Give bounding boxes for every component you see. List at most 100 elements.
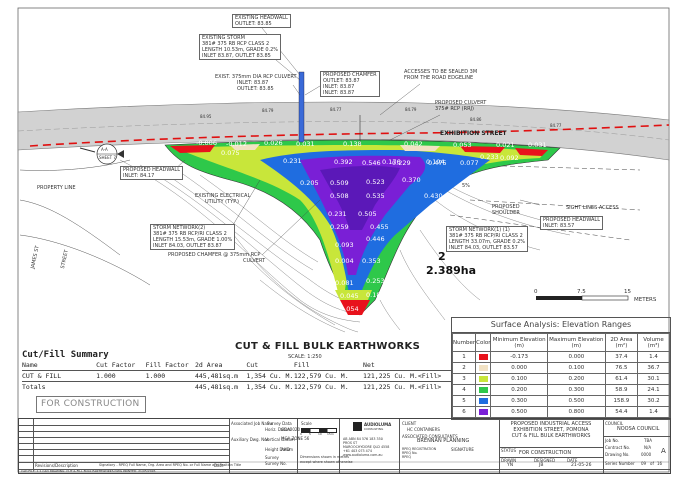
grid-value: 0.021 [496,141,515,149]
color-swatch [478,375,488,382]
assoc-consultants-label: ASSOCIATED CONSULTANTS [402,434,458,439]
grid-value: 0.430 [424,192,443,200]
grid-value: 0.026 [264,139,283,147]
svg-text:84.77: 84.77 [330,107,342,112]
consultant-name: BRENNAN PLANNING [417,438,470,444]
date-value: 21-05-26 [571,463,592,468]
survey-data-label: Survey Data [267,421,292,426]
grid-value: 0.077 [460,159,479,167]
earthworks-heatmap [164,139,561,316]
titleblock-scale-bar [301,428,337,433]
color-swatch [478,386,488,393]
table-header-row: Number Color Minimum Elevation (m) Maxim… [451,333,670,352]
grid-value: -0.012 [226,140,247,148]
grid-value: 0.353 [362,257,381,265]
callout-proposed-culvert: PROPOSED CULVERT 375# RCP (RRJ) [435,100,487,112]
callout-proposed-chamfer-bottom: PROPOSED CHAMFER @ 375mm RCP CULVERT [168,252,266,264]
street-name: EXHIBITION STREET [440,130,507,137]
grid-value: 0.446 [366,235,385,243]
grid-value: 0.392 [334,158,353,166]
elevation-ranges-table: Number Color Minimum Elevation (m) Maxim… [451,333,670,418]
grid-value: 0.231 [328,210,347,218]
assoc-job-label: Associated Job Name [231,421,274,426]
status-value: FOR CONSTRUCTION [519,450,572,456]
grid-value: 0.182 [366,291,385,299]
callout-exist-culvert: EXIST. 375mm DIA RCP CULVERT INLET: 83.8… [215,74,297,92]
callout-proposed-chamfer-top: PROPOSED CHAMFER OUTLET: 83.87 INLET: 83… [320,71,380,97]
drawing-no-value: 0000 [641,452,652,457]
vert-datum-label: Vertical Datum [265,437,295,442]
grid-value: 0.523 [366,178,385,186]
grid-value: 0.075 [221,149,240,157]
color-swatch [478,397,488,404]
designed-label: DESIGNED [534,458,556,463]
survey-label: Survey [265,455,279,460]
callout-storm-network-1: STORM NETWORK(1) (1) 381# 375 RB RCP/RI … [446,226,529,252]
revisions-label: Revisions/Description [35,463,78,468]
callout-existing-electrical: EXISTING ELECTRICAL UTILITY (TYP.) [195,193,251,205]
callout-accesses: ACCESSES TO BE SEALED 3M FROM THE ROAD E… [404,69,478,81]
grid-value: 0.004 [335,257,354,265]
sheet-total: 16 [657,461,663,466]
svg-text:84.79: 84.79 [405,107,417,112]
grid-value: 0.081 [335,279,354,287]
company-name: AUDIOLUMA [364,422,392,427]
project-title: PROPOSED INDUSTRIAL ACCESS EXHIBITION ST… [510,421,592,439]
series-label: Series Number [605,461,635,466]
callout-proposed-headwall-left: PROPOSED HEADWALL INLET: 84.17 [120,166,183,180]
scale-tick-2: 15 [624,289,631,295]
drawing-no-label: Drawing No. [605,452,630,457]
col-fill-factor: Fill Factor [145,361,189,369]
scale-unit: METERS [634,297,657,303]
company-logo [353,422,362,431]
client-name: HC CONTAINERS [407,427,440,432]
vert-datum-value: MGA ZONE 56 [281,436,310,441]
scale-tick-1: 7.5 [577,289,586,295]
grid-value: 0.508 [330,192,349,200]
cut-fill-summary: Cut/Fill Summary Name Cut Factor Fill Fa… [22,350,452,392]
dims-note: Dimensions shown in metres except where … [300,455,353,464]
label-slope: 5% [462,183,470,189]
grid-value: 0.259 [330,223,349,231]
horiz-datum-label: Horiz. Datum [265,427,292,432]
grid-value: 0.092 [500,154,519,162]
grid-value: 0.546 [362,159,381,167]
grid-value: 0.194 [426,158,445,166]
col-name: Name [22,361,38,369]
company-sub: CONSULTING [364,427,384,431]
grid-value: 0.455 [370,223,389,231]
height-datum-value: AHD [281,447,290,452]
height-datum-label: Height Datum [265,447,294,452]
color-swatch [478,353,488,360]
section-marker-label: A-A [101,147,108,152]
section-marker-sheet: SHEET 7 [99,155,116,160]
exhibition-street-road [17,101,670,161]
color-swatch [478,408,488,415]
svg-text:84.79: 84.79 [262,108,274,113]
col-fill: Fill [293,361,310,369]
contract-value: N/A [644,445,652,450]
sheet-border [17,7,670,473]
property-boundary-line [29,124,670,147]
color-swatch [478,364,488,371]
grid-value: 0.054 [340,305,359,313]
company-contact: AB ABN 84 576 183 350 PROS ST MAROOCHYDO… [343,437,390,457]
tb-scale-1: 5 [309,432,311,436]
grid-value: 0.509 [330,179,349,187]
drawn-value: YN [507,463,514,468]
svg-text:84.95: 84.95 [200,114,212,119]
grid-value: 0.535 [366,192,385,200]
grid-value: 0.231 [283,157,302,165]
client-label: CLIENT [402,421,417,426]
tb-scale-2: 10 [318,432,322,436]
footer-note: CAD FILE: 1:1 CAD DRAWING: CUT & FILL BU… [21,469,156,473]
summary-row: CUT & FILL 1.000 1.000 445,481sq.m 1,354… [22,372,442,380]
grid-value: 0.370 [402,176,421,184]
drawn-label: DRAWN [501,458,517,463]
designed-value: JB [539,463,544,468]
